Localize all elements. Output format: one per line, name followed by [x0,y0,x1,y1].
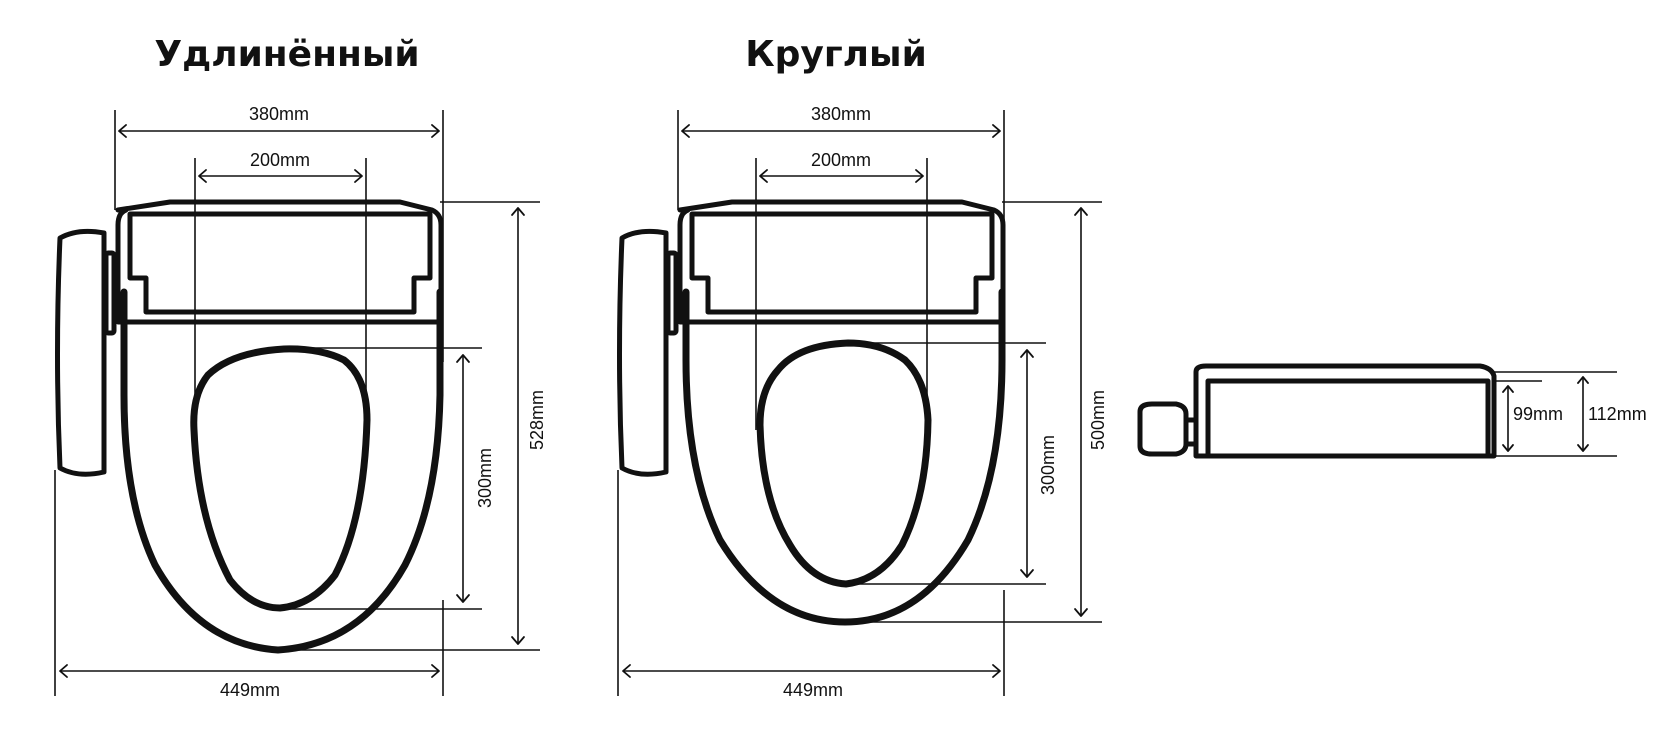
round-opening [756,339,932,588]
elongated-title: Удлинённый [154,34,419,75]
side-view-height-body-label: 99mm [1513,404,1563,424]
round-title: Круглый [745,34,927,75]
elongated-seat-ring [120,288,444,654]
elongated-width-overall-label: 449mm [220,680,280,700]
round-length-total-label: 500mm [1088,390,1108,450]
side-view-body [1193,363,1497,459]
round-seat-drawing: Круглый 380mm 200mm [617,34,1108,700]
side-view-hinge [1137,401,1189,457]
elongated-width-inner-label: 200mm [250,150,310,170]
round-opening-length-label: 300mm [1038,435,1058,495]
elongated-seat-drawing: Удлинённый 380mm 200mm [54,34,547,700]
elongated-side-panel [55,228,107,477]
elongated-width-total-label: 380mm [249,104,309,124]
round-width-total-label: 380mm [811,104,871,124]
round-seat-ring [682,288,1006,626]
elongated-opening [190,345,371,612]
side-view-drawing: 99mm 112mm [1137,363,1647,459]
round-width-inner-label: 200mm [811,150,871,170]
round-width-overall-label: 449mm [783,680,843,700]
elongated-opening-length-label: 300mm [475,448,495,508]
round-side-panel [617,228,669,477]
elongated-length-total-label: 528mm [527,390,547,450]
side-view-height-total-label: 112mm [1588,404,1647,424]
